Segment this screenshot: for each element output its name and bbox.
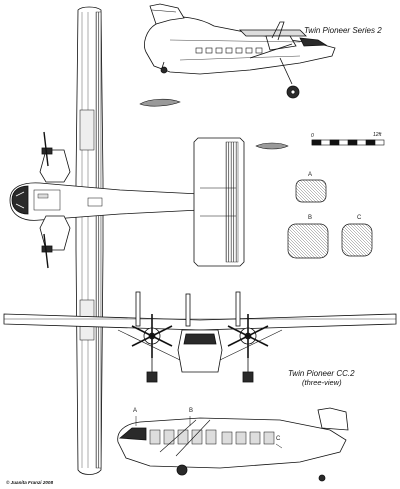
title-cc2-main: Twin Pioneer CC.2 [288,369,355,378]
copyright-credit: © Juanita Franzi 2008 [6,480,54,485]
plan-view [9,6,245,475]
front-view [3,291,397,383]
side-view-cc2 [117,407,349,482]
title-cc2-subtitle: (three-view) [302,378,342,387]
window-detail-views [287,179,373,259]
window-view-label-c: C [357,215,362,221]
section-marker-c: C [276,436,281,442]
title-cc2: Twin Pioneer CC.2 (three-view) [288,369,355,387]
window-view-label-a: A [308,172,313,178]
scale-zero-label: 0 [311,133,314,139]
scale-bar [311,139,385,146]
window-view-label-b: B [308,215,313,221]
scale-max-label: 12ft [373,132,382,138]
side-view-series2 [144,3,336,99]
aerofoil-sections [139,98,289,150]
title-series2: Twin Pioneer Series 2 [304,26,382,35]
section-marker-a: A [133,408,138,414]
section-marker-b: B [189,408,194,414]
